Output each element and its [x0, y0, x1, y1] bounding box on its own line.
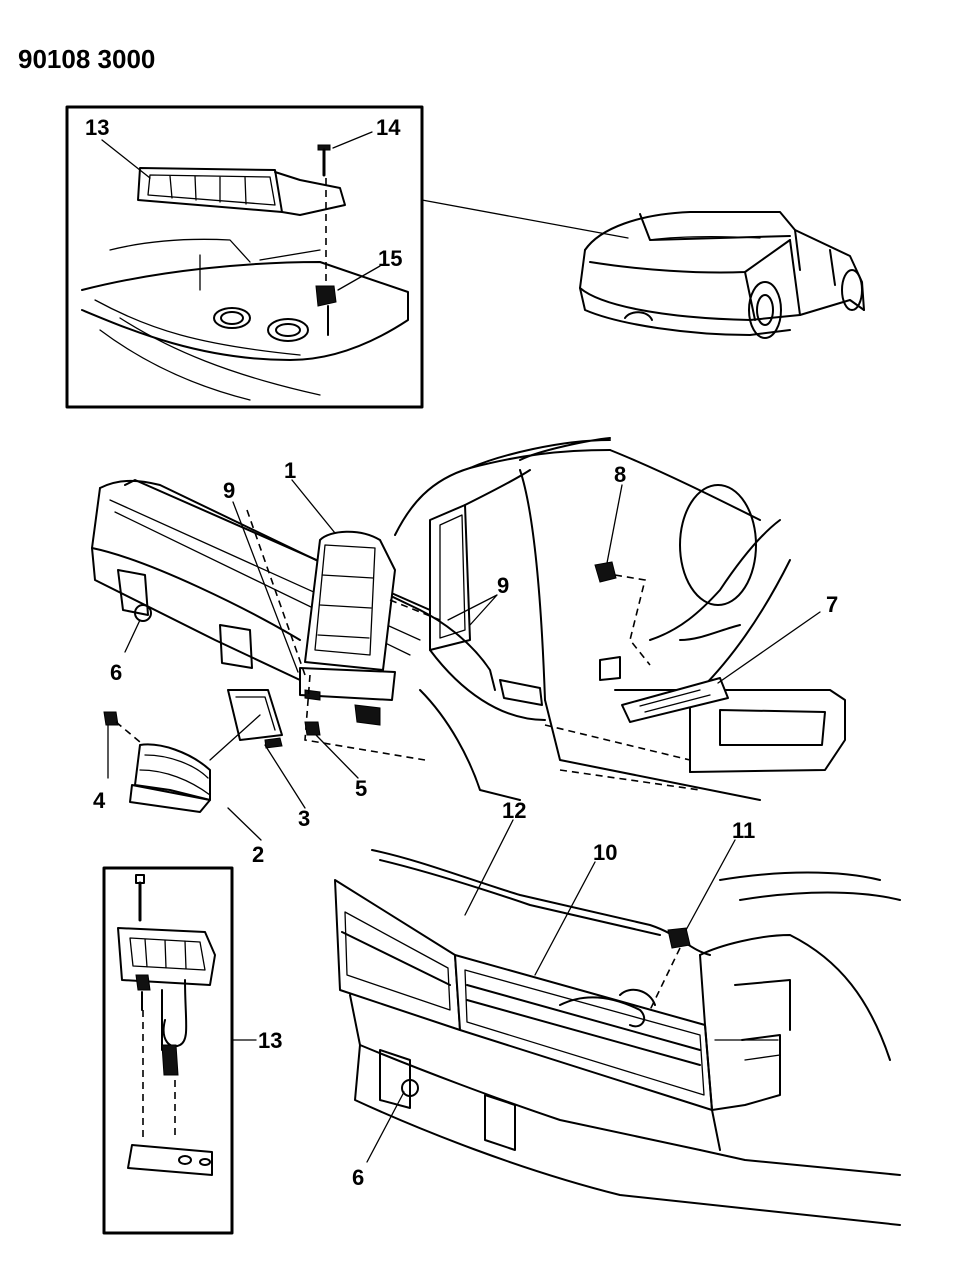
nut-5	[304, 721, 321, 736]
rear-body-panel	[614, 689, 846, 773]
callout-8: 8	[614, 462, 626, 487]
callout-9-left: 9	[223, 478, 235, 503]
screw-14-head	[317, 144, 331, 151]
car-roof	[584, 211, 865, 311]
quarter-panel-top	[394, 449, 611, 536]
vehicle-rear-view	[579, 211, 865, 339]
panel-cutout	[599, 656, 621, 681]
callout-6-upper: 6	[110, 660, 122, 685]
corner-lamp	[699, 954, 781, 1111]
side-marker-lamp-7	[621, 677, 729, 723]
lamp-wiring	[559, 996, 646, 1028]
fuel-door	[679, 484, 757, 606]
rear-panel-reflector	[719, 709, 826, 746]
callout-15: 15	[378, 246, 402, 271]
callout-9-right: 9	[497, 573, 509, 598]
bumper-top-edge	[99, 479, 496, 691]
nut-15	[315, 285, 337, 307]
bumper-guard-left	[117, 569, 149, 616]
lower-bumper	[349, 994, 701, 1151]
deck-lid-lines	[719, 871, 901, 901]
quarter-lower	[419, 689, 521, 801]
bumper-face	[91, 487, 301, 681]
bumper-guard-right	[219, 624, 253, 669]
lamp-bezel-2	[134, 743, 211, 801]
license-lamp-plate	[127, 1144, 213, 1176]
reflector-6-lower	[401, 1079, 419, 1097]
license-lamp-housing	[117, 927, 216, 986]
nut-11	[667, 927, 691, 949]
quarter-panel-edge	[519, 469, 546, 701]
callout-2: 2	[252, 842, 264, 867]
inset-frame	[65, 105, 424, 409]
inset-pointer-line	[421, 199, 629, 239]
diagram-code: 90108 3000	[18, 44, 155, 74]
rear-quarter-assembly: 1 9 9 8 7 6 4 2 3 5	[91, 437, 846, 867]
inset-license-lamp: 13	[102, 866, 282, 1235]
shelf-panel	[109, 238, 321, 291]
quarter-light-housing	[429, 504, 471, 651]
car-bumper	[579, 287, 791, 336]
inset-frame-license	[102, 866, 234, 1235]
wire-connector	[161, 1044, 179, 1076]
tail-lamp-1	[304, 530, 396, 671]
marker-lamp-3	[227, 689, 283, 741]
reflector-6-upper	[134, 604, 152, 622]
car-deck-body	[579, 249, 865, 321]
bulb-socket	[135, 974, 151, 991]
clip-8	[594, 561, 617, 583]
bezel-base	[129, 784, 211, 813]
callout-3: 3	[298, 806, 310, 831]
callout-12: 12	[502, 798, 526, 823]
tail-lamp-socket	[354, 704, 381, 726]
callout-13: 13	[85, 115, 109, 140]
car-wheel-front	[841, 269, 863, 311]
rear-shelf	[81, 261, 409, 361]
callout-1: 1	[284, 458, 296, 483]
car-deck-lid	[589, 239, 791, 274]
callout-10: 10	[593, 840, 617, 865]
callout-11: 11	[732, 818, 755, 843]
car-window-lines	[639, 213, 836, 286]
callout-4: 4	[93, 788, 106, 813]
bumper-guard-lower-left	[379, 1049, 411, 1109]
callout-6-lower: 6	[352, 1165, 364, 1190]
license-lamp-screw-head	[135, 874, 145, 884]
lamp-bracket	[274, 171, 346, 216]
rear-tail-lamp-assembly: 12 10 11 6	[334, 798, 901, 1226]
car-wheel-rear	[748, 281, 782, 339]
wire-harness	[162, 979, 188, 1048]
inset-high-mount-stop-lamp: 13 14 15	[65, 105, 424, 409]
callout-7: 7	[826, 592, 838, 617]
shelf-contour	[94, 299, 321, 401]
callout-14: 14	[376, 115, 401, 140]
callout-5: 5	[355, 776, 367, 801]
screw-4	[103, 711, 119, 726]
rear-fender	[699, 934, 891, 1061]
tail-lamp-base	[299, 667, 396, 701]
speaker-opening-left	[213, 307, 251, 329]
car-exhaust	[624, 311, 653, 321]
side-reflector	[499, 679, 543, 706]
callout-13-lower: 13	[258, 1028, 282, 1053]
bumper-guard-lower-right	[484, 1094, 516, 1151]
speaker-opening-right	[267, 318, 309, 342]
